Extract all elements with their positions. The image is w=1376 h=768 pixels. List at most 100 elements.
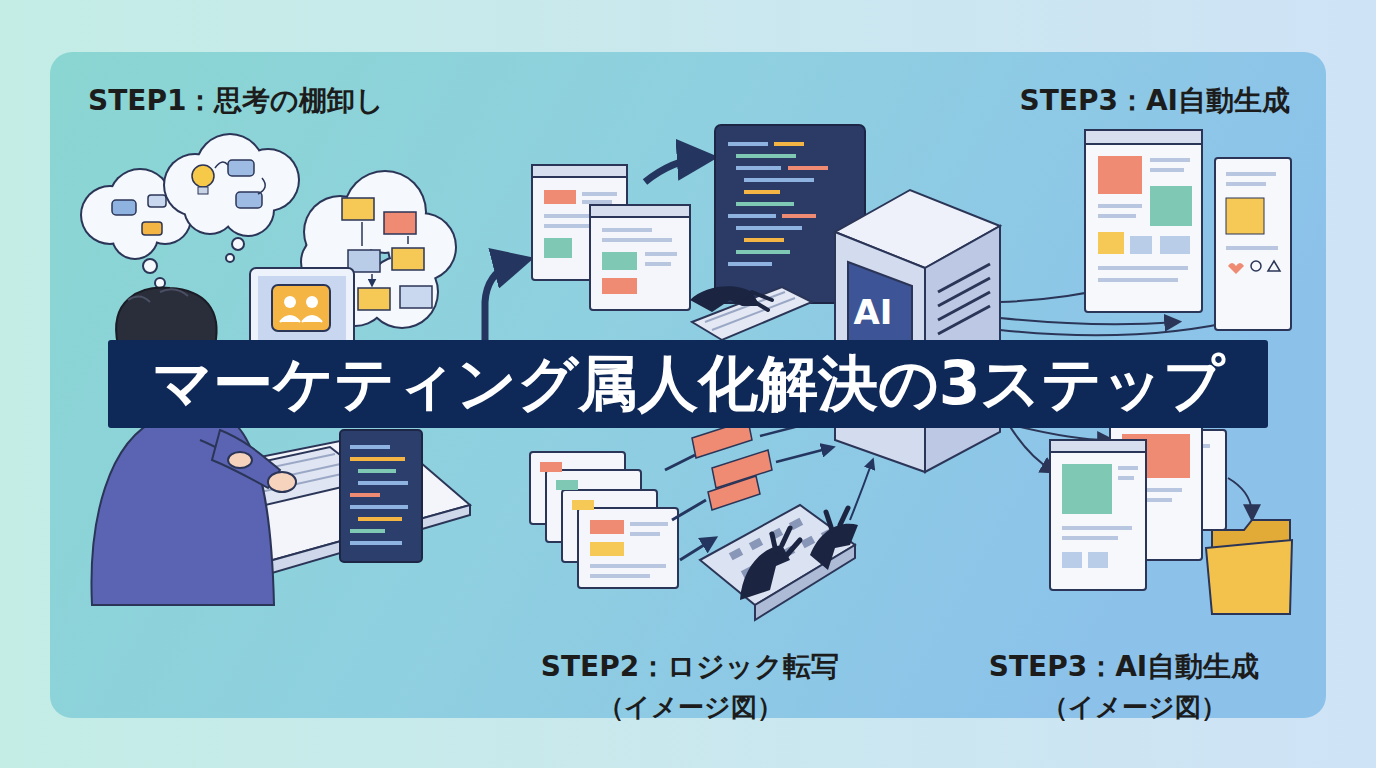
keyboard-hands xyxy=(801,536,815,549)
keyboard-hands xyxy=(749,538,763,551)
code-screen xyxy=(736,154,796,158)
thought-cloud xyxy=(236,192,262,208)
desk-monitor xyxy=(272,285,330,331)
thought-cloud xyxy=(185,183,235,233)
thought-cloud xyxy=(228,160,254,176)
thought-cloud xyxy=(384,212,416,234)
output-document xyxy=(1050,410,1226,590)
image-note: （イメージ図） xyxy=(934,692,1334,723)
background xyxy=(50,52,1326,718)
code-screen xyxy=(744,178,814,182)
desk-monitor xyxy=(258,276,346,340)
thought-bubble-dot xyxy=(226,254,234,262)
ai-server xyxy=(938,264,990,292)
output-arrow xyxy=(1000,318,1175,324)
output-document xyxy=(1150,186,1192,226)
flow-arrow xyxy=(485,262,518,345)
thought-cloud xyxy=(392,248,424,270)
logic-screen xyxy=(590,205,690,310)
thought-cloud xyxy=(113,214,157,258)
code-screen xyxy=(736,226,802,230)
code-screen xyxy=(744,238,784,242)
thought-cloud xyxy=(148,195,166,207)
step-label: STEP1：思考の棚卸し xyxy=(88,84,508,118)
code-screen xyxy=(788,166,828,170)
logic-screen xyxy=(645,262,671,266)
thought-cloud xyxy=(358,288,390,310)
laptop-code-screen xyxy=(350,445,390,449)
thought-cloud xyxy=(112,200,136,215)
folder-icon xyxy=(1206,520,1292,614)
keyboard-hands xyxy=(700,462,872,620)
thought-bubble-dot xyxy=(155,278,165,288)
document-stack xyxy=(630,532,660,536)
output-document xyxy=(1088,552,1108,568)
code-screen xyxy=(782,214,816,218)
thought-cloud xyxy=(215,162,228,168)
thought-cloud xyxy=(400,286,432,308)
step-label: STEP3：AI自動生成 xyxy=(924,650,1324,684)
code-screen xyxy=(736,202,794,206)
output-document xyxy=(1085,130,1202,312)
output-document xyxy=(1098,204,1142,208)
output-document xyxy=(1226,172,1276,176)
output-document xyxy=(1062,464,1112,514)
person xyxy=(228,452,252,468)
logic-screen xyxy=(602,278,637,294)
output-document xyxy=(1085,130,1202,144)
output-document xyxy=(1226,182,1266,186)
logic-screen xyxy=(590,205,690,217)
ai-server xyxy=(938,306,990,334)
desk-monitor xyxy=(306,296,318,308)
document-stack xyxy=(590,574,650,578)
output-document xyxy=(1062,526,1132,530)
logic-blocks xyxy=(665,455,712,560)
keyboard-hands xyxy=(748,292,772,310)
ai-server xyxy=(835,190,1000,472)
document-stack xyxy=(590,564,666,568)
logic-screen xyxy=(544,238,572,258)
thought-cloud xyxy=(163,133,300,237)
document-stack xyxy=(540,462,562,472)
output-document xyxy=(1228,263,1244,274)
output-document xyxy=(1098,278,1178,282)
output-document xyxy=(1150,168,1184,172)
code-screen xyxy=(736,250,790,254)
code-screen xyxy=(744,190,780,194)
document-stack xyxy=(630,522,668,526)
output-arrow xyxy=(1000,318,1248,335)
title-banner: マーケティング属人化解決の3ステップ xyxy=(108,340,1268,428)
output-document xyxy=(1098,214,1136,218)
output-document xyxy=(1150,158,1190,162)
step-label: STEP3：AI自動生成 xyxy=(880,84,1290,118)
thought-cloud xyxy=(362,222,408,284)
logic-screen xyxy=(582,200,612,204)
logic-screen xyxy=(544,190,576,204)
output-document xyxy=(1062,552,1082,568)
keyboard-hands xyxy=(690,286,812,340)
output-document xyxy=(1118,476,1134,480)
output-document xyxy=(1085,130,1202,312)
code-screen xyxy=(774,142,804,146)
laptop-code-screen xyxy=(350,529,385,533)
keyboard-hands xyxy=(729,548,743,561)
laptop-code-screen xyxy=(350,505,408,509)
logic-screen xyxy=(602,238,672,242)
document-stack xyxy=(590,542,624,556)
laptop-code-screen xyxy=(340,430,422,562)
title-text: マーケティング属人化解決の3ステップ xyxy=(152,344,1225,425)
thought-cloud xyxy=(165,135,298,235)
ai-server xyxy=(938,292,990,320)
laptop-code-screen xyxy=(358,469,396,473)
thought-cloud xyxy=(142,222,162,235)
output-document xyxy=(1050,440,1146,452)
thought-cloud xyxy=(192,165,214,187)
thought-cloud xyxy=(348,250,380,272)
keyboard-hands xyxy=(826,508,848,530)
output-document xyxy=(1118,466,1138,470)
logic-screen xyxy=(582,192,617,196)
document-stack xyxy=(590,520,624,534)
ai-server xyxy=(938,278,990,306)
